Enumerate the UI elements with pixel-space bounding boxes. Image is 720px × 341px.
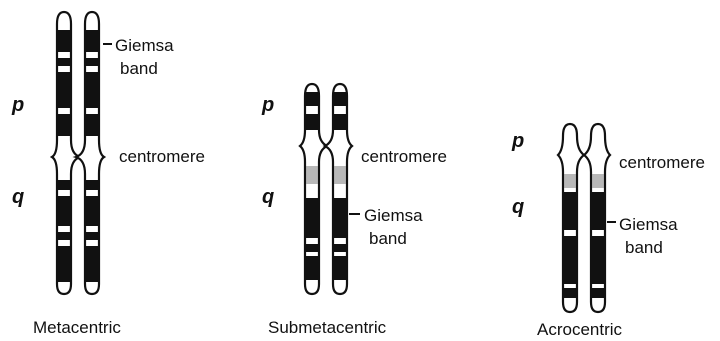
metacentric-chromosome [52, 12, 112, 294]
chromosome-type-label: Acrocentric [537, 320, 623, 339]
submetacentric-chromosome [300, 84, 360, 294]
giemsa-label-line1: Giemsa [364, 206, 423, 225]
centromere-label: centromere [361, 147, 447, 166]
q-arm-label: q [512, 196, 524, 218]
giemsa-bands [564, 192, 604, 298]
chromosome-type-label: Metacentric [33, 318, 121, 337]
q-arm-label: q [12, 186, 24, 208]
p-arm-label: p [11, 94, 24, 116]
giemsa-label-line2: band [369, 229, 407, 248]
p-arm-label: p [511, 130, 524, 152]
acrocentric-chromosome [558, 124, 616, 312]
giemsa-label-line2: band [625, 238, 663, 257]
q-arm-label: q [262, 186, 274, 208]
centromere-label: centromere [619, 153, 705, 172]
giemsa-label-line2: band [120, 59, 158, 78]
giemsa-label-line1: Giemsa [115, 36, 174, 55]
giemsa-label-line1: Giemsa [619, 215, 678, 234]
chromosome-type-label: Submetacentric [268, 318, 387, 337]
centromere-label: centromere [119, 147, 205, 166]
heterochromatin-stipple [306, 166, 346, 184]
p-arm-label: p [261, 94, 274, 116]
heterochromatin-stipple [564, 174, 604, 188]
